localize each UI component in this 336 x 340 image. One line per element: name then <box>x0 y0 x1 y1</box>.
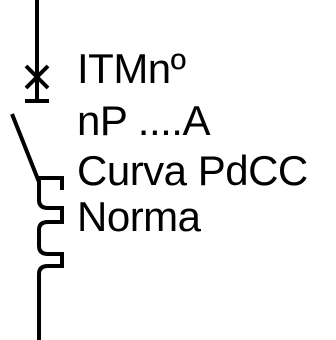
breaker-cross-line-b <box>24 64 50 90</box>
poles-current-label: nP ....A <box>77 97 210 144</box>
breaker-id-label: ITMnº <box>77 45 186 92</box>
standard-label: Norma <box>77 193 201 240</box>
contact-blade <box>10 113 41 183</box>
curve-breaking-capacity-label: Curva PdCC <box>77 147 308 194</box>
thermal-trip-bracket <box>39 176 64 190</box>
magnetic-coil <box>37 180 64 340</box>
